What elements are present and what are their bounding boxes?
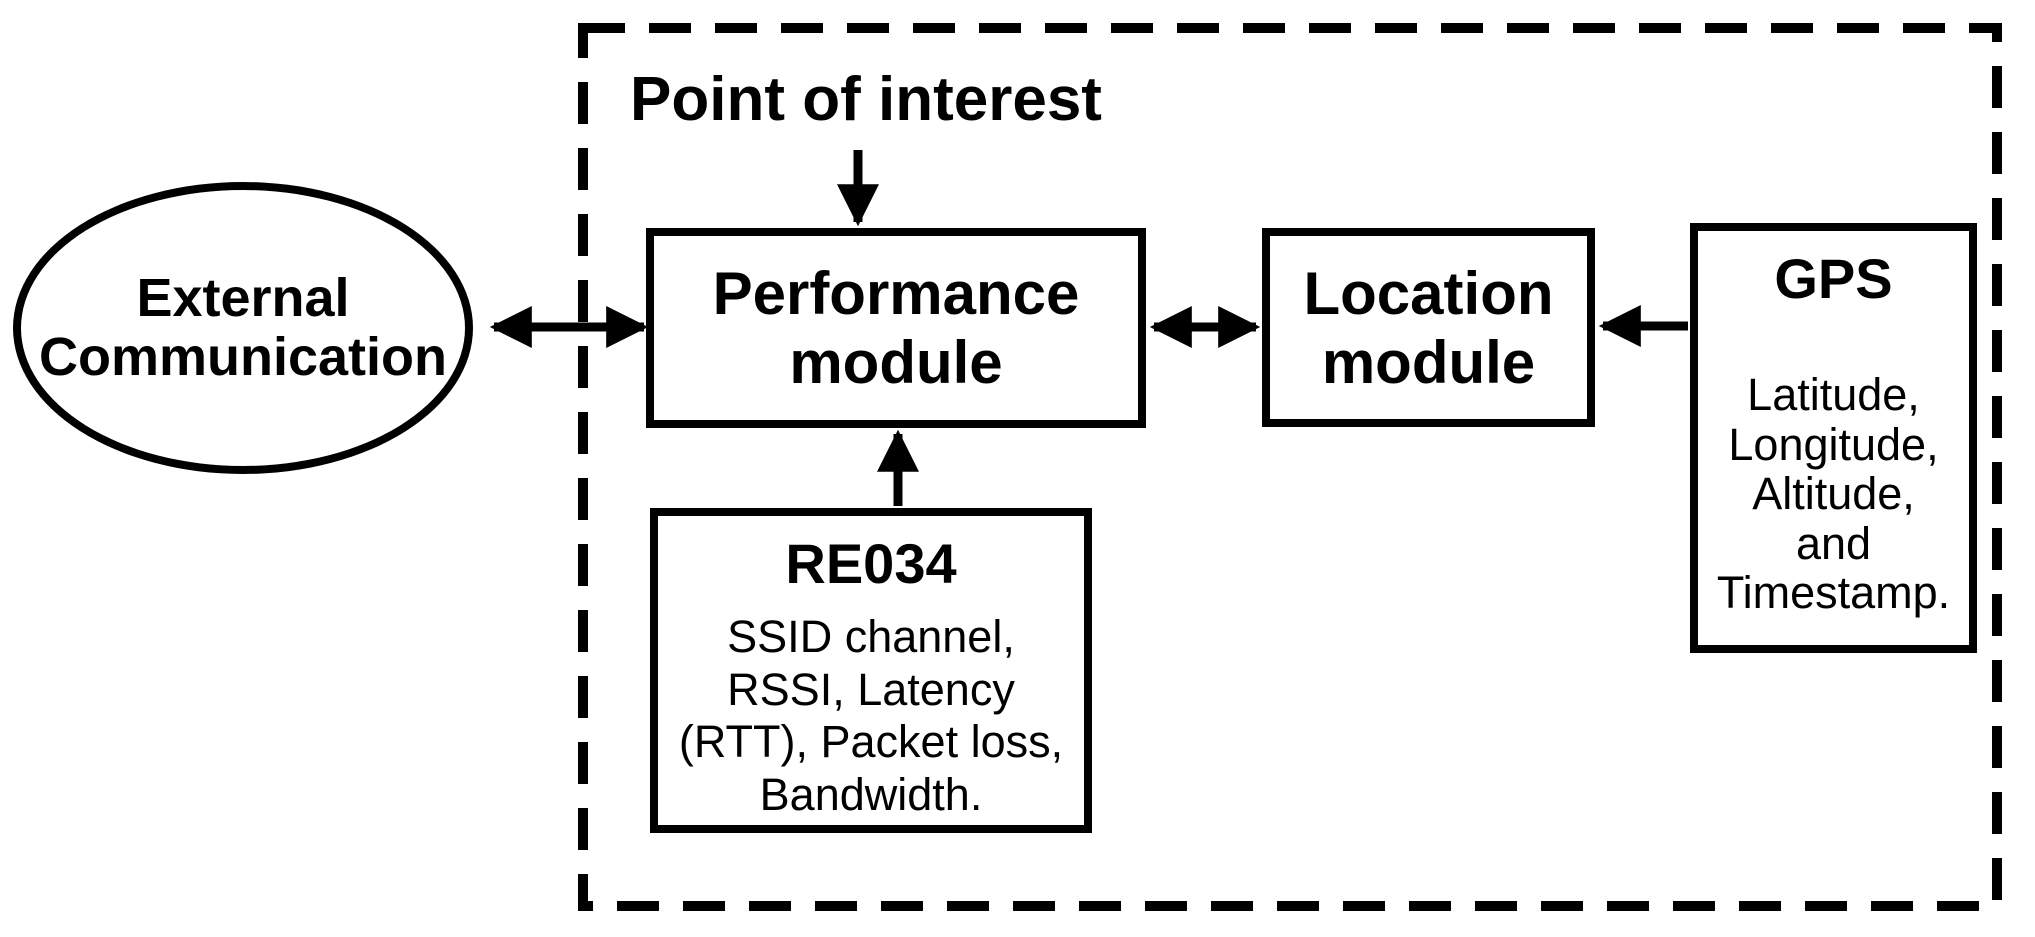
gps-box: GPS Latitude, Longitude, Altitude, and T… — [1690, 223, 1977, 653]
re034-title: RE034 — [785, 532, 957, 595]
system-boundary — [578, 23, 2002, 911]
external-communication-node: External Communication — [13, 182, 473, 474]
gps-title: GPS — [1774, 247, 1893, 310]
performance-module-box: Performance module — [646, 228, 1146, 428]
performance-module-label: Performance module — [712, 260, 1080, 396]
external-communication-label: External Communication — [38, 267, 447, 387]
re034-box: RE034 SSID channel, RSSI, Latency (RTT),… — [650, 508, 1092, 833]
location-module-label: Location module — [1303, 259, 1554, 396]
location-module-box: Location module — [1262, 228, 1595, 427]
poi-label: Point of interest — [630, 65, 1102, 134]
re034-body: SSID channel, RSSI, Latency (RTT), Packe… — [678, 611, 1064, 821]
gps-body: Latitude, Longitude, Altitude, and Times… — [1716, 369, 1951, 619]
